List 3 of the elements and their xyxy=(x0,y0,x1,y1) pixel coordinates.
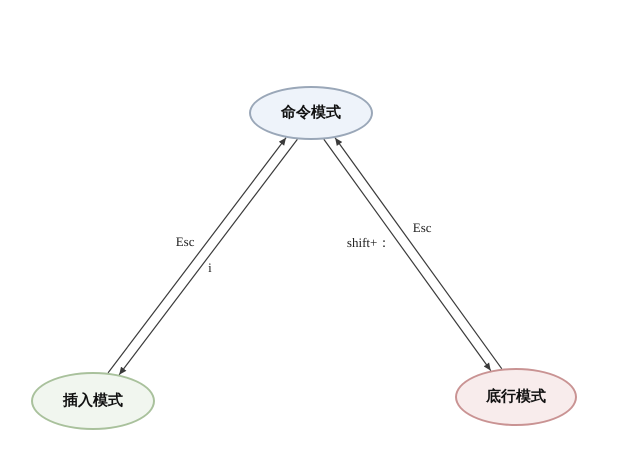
mode-name: 插入模式 xyxy=(63,390,123,411)
mode-name: 命令模式 xyxy=(281,102,341,123)
mode-name: 底行模式 xyxy=(486,386,546,407)
